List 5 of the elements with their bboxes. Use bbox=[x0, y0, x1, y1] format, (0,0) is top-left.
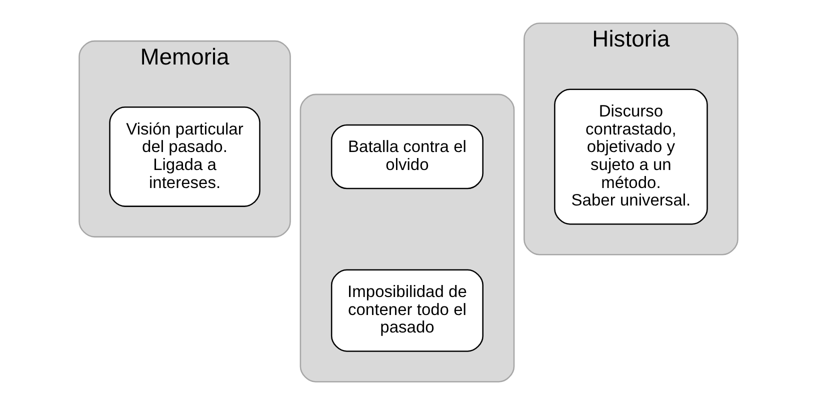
node-box: Batalla contra el olvido bbox=[330, 124, 483, 190]
node-box: Discurso contrastado, objetivado y sujeto a un método. Saber universal. bbox=[554, 88, 708, 225]
node-box: Imposibilidad de contener todo el pasado bbox=[330, 269, 483, 352]
cluster bbox=[299, 94, 514, 382]
node-box: Visión particular del pasado. Ligada a intereses. bbox=[108, 106, 260, 207]
